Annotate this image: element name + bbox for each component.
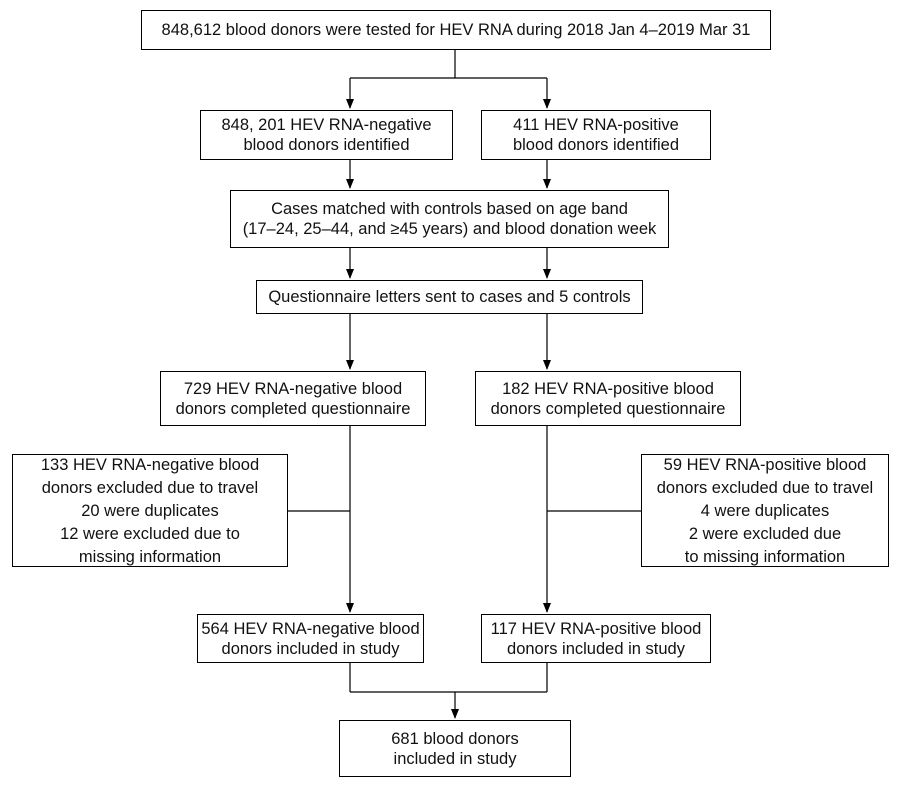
- node-positive-excluded: 59 HEV RNA-positive blood donors excluded…: [641, 454, 889, 567]
- node-text-line: blood donors identified: [243, 136, 410, 154]
- node-text-line: 12 were excluded due to: [60, 524, 240, 543]
- node-text-line: blood donors identified: [512, 136, 680, 154]
- node-tested-donors: 848,612 blood donors were tested for HEV…: [141, 10, 771, 50]
- node-text-line: donors excluded due to travel: [656, 478, 874, 497]
- node-text-line: 182 HEV RNA-positive blood: [502, 379, 714, 398]
- node-text-line: 4 were duplicates: [700, 501, 830, 520]
- node-text-line: 2 were excluded due: [688, 524, 842, 543]
- node-text-line: Cases matched with controls based on age…: [271, 200, 628, 218]
- node-text-line: donors completed questionnaire: [175, 399, 411, 418]
- node-text-line: to missing information: [684, 547, 846, 566]
- node-text-line: 117 HEV RNA-positive blood: [490, 619, 702, 638]
- node-text-line: 729 HEV RNA-negative blood: [183, 379, 403, 398]
- node-text-line: 681 blood donors: [391, 729, 519, 748]
- node-text-line: 411 HEV RNA-positive: [513, 116, 679, 134]
- node-positive-identified: 411 HEV RNA-positive blood donors identif…: [481, 110, 711, 160]
- node-text-line: (17–24, 25–44, and ≥45 years) and blood …: [242, 220, 657, 238]
- node-text-line: missing information: [78, 547, 222, 566]
- node-text-line: 20 were duplicates: [81, 501, 219, 520]
- node-text-line: Questionnaire letters sent to cases and …: [268, 288, 631, 306]
- node-negative-identified: 848, 201 HEV RNA-negative blood donors id…: [200, 110, 453, 160]
- node-text-line: donors excluded due to travel: [41, 478, 259, 497]
- node-questionnaire-letters: Questionnaire letters sent to cases and …: [256, 280, 643, 314]
- node-text-line: 133 HEV RNA-negative blood: [40, 455, 260, 474]
- node-text-line: 848,612 blood donors were tested for HEV…: [161, 21, 751, 39]
- node-text-line: donors included in study: [507, 639, 685, 658]
- node-negative-excluded: 133 HEV RNA-negative blood donors exclude…: [12, 454, 288, 567]
- node-text-line: 848, 201 HEV RNA-negative: [221, 116, 432, 134]
- node-matching: Cases matched with controls based on age…: [230, 190, 669, 248]
- node-text-line: included in study: [393, 749, 517, 768]
- node-text-line: donors completed questionnaire: [490, 399, 726, 418]
- node-text-line: 564 HEV RNA-negative blood: [201, 619, 420, 638]
- node-text-line: 59 HEV RNA-positive blood: [663, 455, 867, 474]
- node-text-line: donors included in study: [221, 639, 400, 658]
